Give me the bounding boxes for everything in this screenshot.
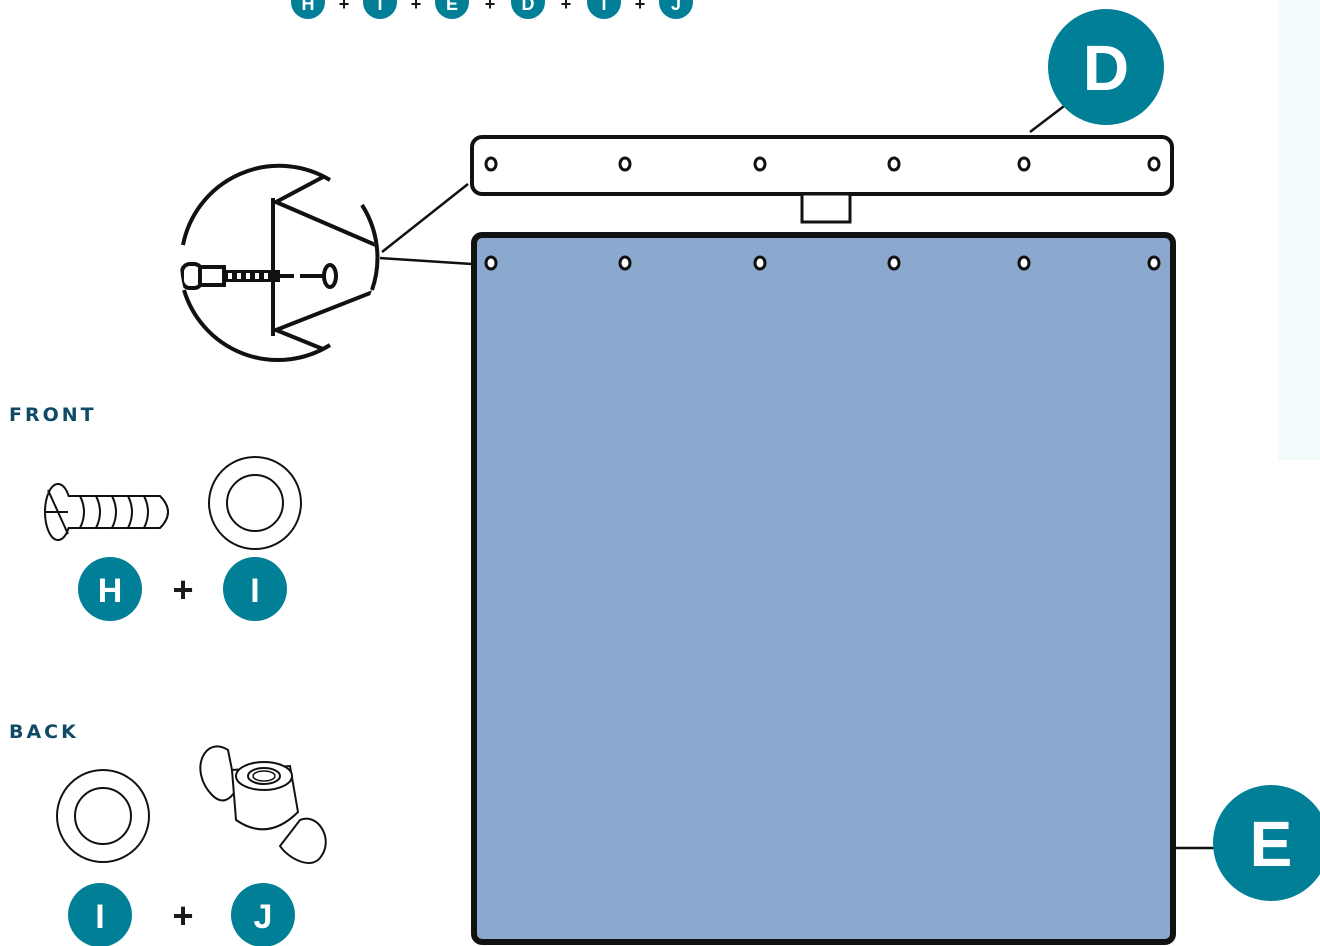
rail-tab — [800, 192, 852, 224]
front-badge-h: H — [78, 557, 142, 621]
panel-hole-5 — [1017, 255, 1031, 271]
panel-hole-1 — [484, 255, 498, 271]
sequence-plus-0: + — [339, 0, 350, 14]
back-badge-j-letter: J — [254, 898, 273, 936]
panel-hole-3 — [753, 255, 767, 271]
rail-hole-6 — [1147, 156, 1161, 172]
front-label: FRONT — [9, 404, 97, 426]
screw-icon — [44, 483, 169, 541]
panel-hole-6 — [1147, 255, 1161, 271]
back-label: BACK — [9, 721, 79, 743]
sequence-badge-4: I — [587, 0, 621, 19]
sequence-badge-4-letter: I — [601, 0, 606, 14]
detail-magnifier — [180, 163, 473, 362]
callout-badge-e: E — [1213, 785, 1320, 901]
front-plus: + — [172, 569, 193, 610]
sequence-badge-1-letter: I — [377, 0, 382, 14]
callout-badge-d-letter: D — [1083, 32, 1129, 104]
sequence-badge-0: H — [291, 0, 325, 19]
rail-holes — [484, 156, 1161, 172]
sequence-badge-3-letter: D — [522, 0, 535, 14]
washer-icon — [56, 769, 150, 863]
panel-part-e — [471, 232, 1176, 945]
sequence-badge-3: D — [511, 0, 545, 19]
detail-leader-bottom — [379, 256, 473, 266]
callout-badge-e-letter: E — [1250, 808, 1293, 880]
back-hardware: I + J — [56, 745, 327, 946]
rail-hole-3 — [753, 156, 767, 172]
rail-hole-2 — [618, 156, 632, 172]
rail-part-d — [470, 135, 1174, 224]
rail-hole-5 — [1017, 156, 1031, 172]
rail-hole-1 — [484, 156, 498, 172]
rail-hole-4 — [887, 156, 901, 172]
back-badge-i: I — [68, 883, 132, 946]
sequence-badge-5: J — [659, 0, 693, 19]
front-badge-h-letter: H — [98, 572, 123, 610]
front-hardware: H + I — [44, 456, 302, 621]
back-plus: + — [172, 895, 193, 936]
front-badge-i: I — [223, 557, 287, 621]
sequence-badge-2: E — [435, 0, 469, 19]
sequence-plus-4: + — [635, 0, 646, 14]
sequence-strip: H + I + E + D + I + J — [291, 0, 693, 19]
side-panel — [1278, 0, 1320, 460]
sequence-badge-0-letter: H — [302, 0, 315, 14]
sequence-badge-5-letter: J — [671, 0, 681, 14]
panel-hole-4 — [887, 255, 901, 271]
front-badge-i-letter: I — [250, 572, 259, 610]
panel-holes — [484, 255, 1161, 271]
sequence-plus-2: + — [485, 0, 496, 14]
detail-leader-top — [381, 183, 469, 253]
sequence-badge-2-letter: E — [446, 0, 458, 14]
wing-nut-icon — [199, 745, 327, 864]
sequence-badge-1: I — [363, 0, 397, 19]
back-badge-j: J — [231, 883, 295, 946]
back-badge-i-letter: I — [95, 898, 104, 936]
callout-badge-d: D — [1048, 9, 1164, 125]
washer-icon — [208, 456, 302, 550]
panel-hole-2 — [618, 255, 632, 271]
sequence-plus-3: + — [561, 0, 572, 14]
sequence-plus-1: + — [411, 0, 422, 14]
